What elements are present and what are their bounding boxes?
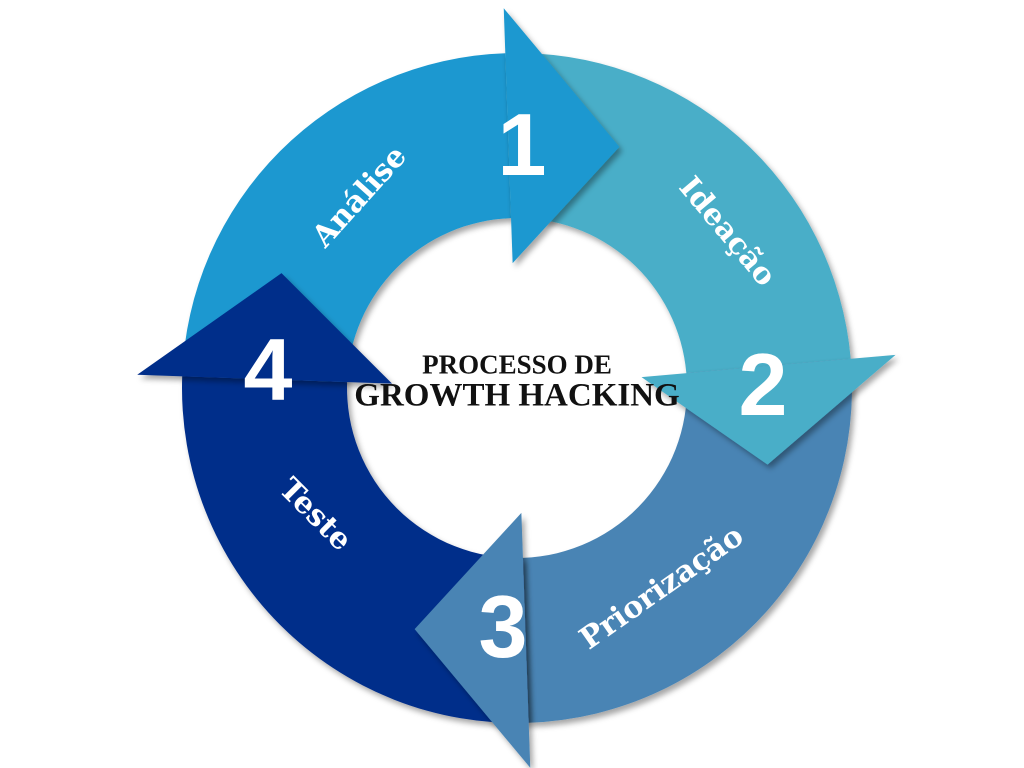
step-1-arrow-head [503, 8, 620, 264]
step-4-arrow-head [137, 273, 393, 384]
title-line-1: PROCESSO DE [422, 349, 612, 380]
step-3-arrow-head [414, 512, 531, 768]
step-2-arrow-head [641, 354, 896, 465]
step-1-number: 1 [497, 95, 547, 194]
diagram-title: PROCESSO DE GROWTH HACKING [354, 349, 680, 414]
step-2-number: 2 [738, 335, 788, 434]
step-4-number: 4 [243, 320, 293, 419]
title-line-2: GROWTH HACKING [354, 377, 680, 414]
step-3-number: 3 [478, 577, 528, 676]
